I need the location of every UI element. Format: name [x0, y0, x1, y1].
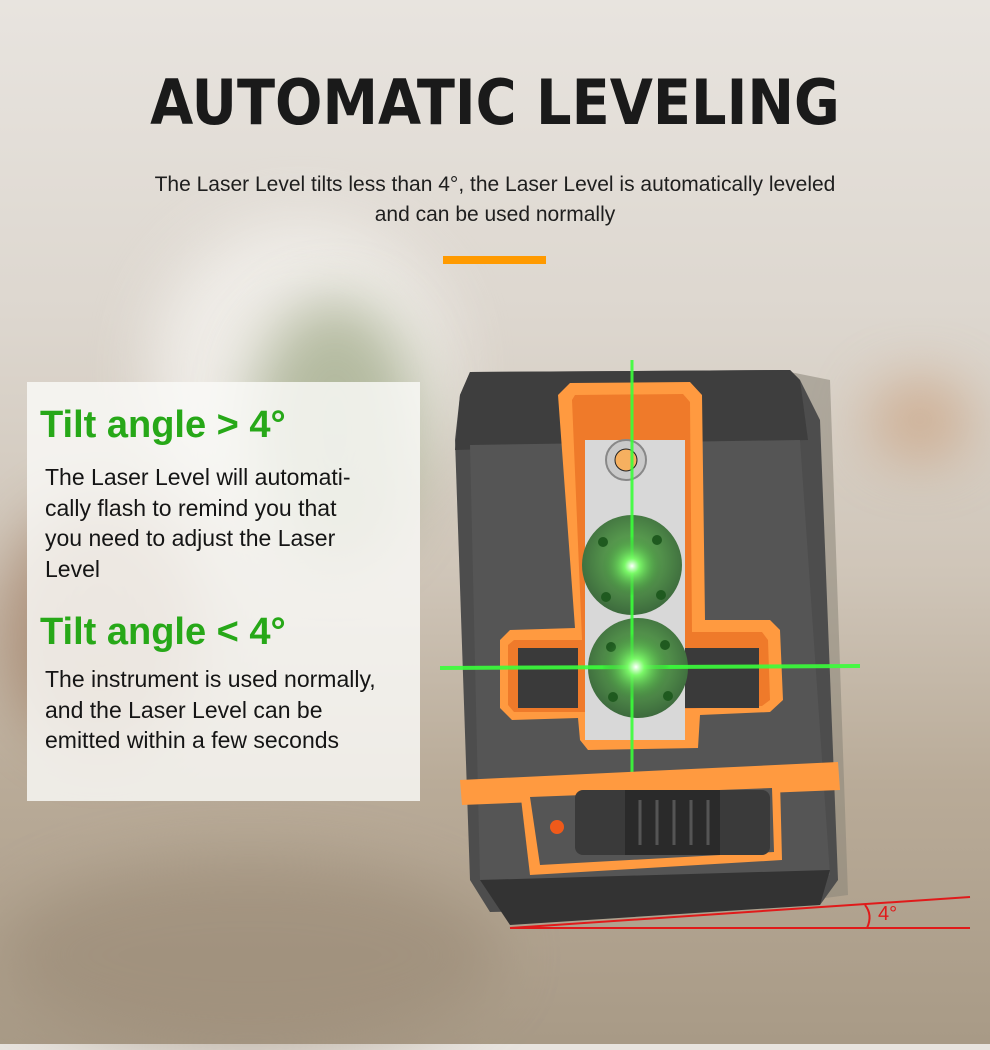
text-line: cally flash to remind you that [45, 494, 337, 521]
angle-arc [864, 904, 871, 929]
heading-tilt-greater: Tilt angle > 4° [40, 404, 286, 446]
orange-divider [443, 256, 546, 264]
text-line: Level [45, 555, 100, 582]
text-line: The instrument is used normally, [45, 666, 376, 692]
page-title: AUTOMATIC LEVELING [150, 66, 840, 139]
description-tilt-less: The instrument is used normally, and the… [45, 664, 415, 756]
description-tilt-greater: The Laser Level will automati- cally fla… [45, 462, 415, 584]
background-floor-blur [0, 860, 500, 1050]
power-indicator-light [550, 820, 564, 834]
tilt-red-line [509, 896, 971, 929]
text-line: emitted within a few seconds [45, 727, 340, 753]
text-line: The Laser Level will automati- [45, 464, 351, 490]
device-base [480, 870, 830, 925]
laser-level-device-illustration [440, 360, 971, 929]
background-lamp-blur [870, 380, 970, 460]
info-panel: Tilt angle > 4° The Laser Level will aut… [27, 382, 420, 801]
angle-label: 4° [878, 903, 898, 925]
page-subtitle: The Laser Level tilts less than 4°, the … [95, 170, 895, 230]
subtitle-line-1: The Laser Level tilts less than 4°, the … [154, 173, 836, 196]
text-line: and the Laser Level can be [45, 696, 323, 723]
subtitle-line-2: and can be used normally [374, 203, 616, 226]
heading-tilt-less: Tilt angle < 4° [40, 611, 286, 653]
text-line: you need to adjust the Laser [45, 525, 336, 551]
